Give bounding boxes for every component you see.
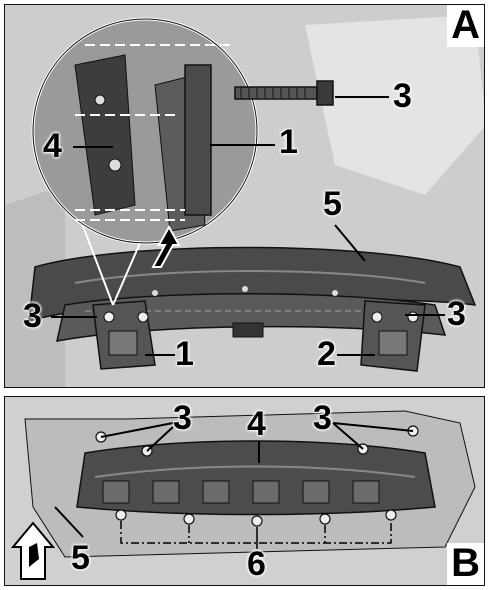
callout-4-b: 4 [247,405,266,443]
left-mounting-bracket [92,300,156,370]
panel-b-letter: B [447,543,484,585]
panel-b: B 3 4 3 5 6 [4,396,485,586]
leader-lines [51,96,445,356]
callout-3-b-right: 3 [313,399,332,437]
callout-3-left: 3 [23,297,42,335]
callout-1-bottom: 1 [175,335,194,373]
bolt-icon [234,80,334,106]
leader-lines-b [54,422,414,538]
detail-magnifier [31,17,259,306]
panel-a: A 1 3 4 5 3 1 2 3 [4,4,485,388]
callout-3-right: 3 [447,295,466,333]
front-arrow-icon [10,521,56,580]
panel-a-letter: A [447,5,484,47]
energy-absorber [76,440,436,516]
callout-2: 2 [317,335,336,373]
fastener-row-indicator [120,521,392,549]
fastener-points [95,425,419,527]
callout-5-b: 5 [71,539,90,577]
insertion-arrow-icon [151,224,181,268]
panel-b-illustration [5,397,484,585]
callout-3-b-left: 3 [173,399,192,437]
callout-1-top: 1 [279,123,298,161]
callout-4: 4 [43,127,62,165]
callout-5: 5 [323,185,342,223]
callout-6: 6 [247,545,266,583]
callout-3-top: 3 [393,77,412,115]
right-mounting-bracket [360,300,426,372]
panel-a-illustration [5,5,484,387]
